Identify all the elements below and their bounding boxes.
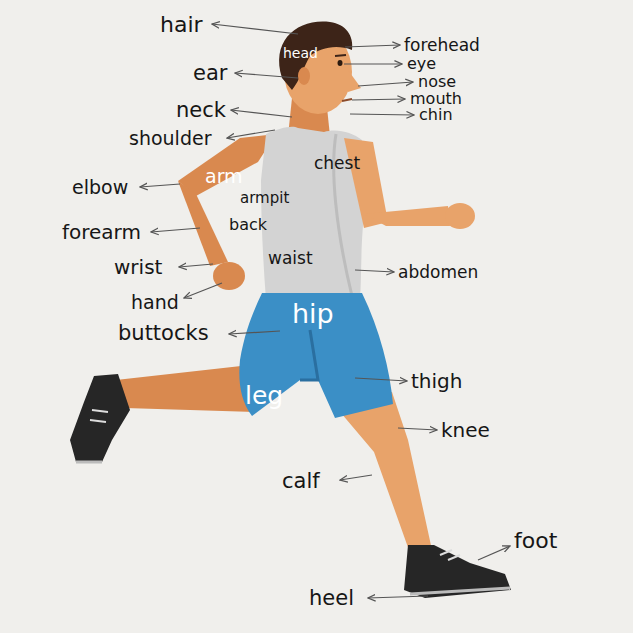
part-label: hand [131,293,179,312]
part-label: mouth [410,91,462,107]
part-label: elbow [72,178,128,197]
part-label: chin [419,107,453,123]
part-label: ear [193,63,227,84]
part-label: eye [407,56,436,72]
part-label: foot [514,530,557,552]
part-label: forearm [62,222,141,242]
part-label: buttocks [118,323,209,344]
part-label: wrist [114,257,162,277]
part-label: waist [268,250,313,267]
part-label: chest [314,155,360,172]
part-label: nose [418,74,456,90]
part-label: leg [245,383,283,408]
part-label: arm [205,167,243,186]
part-label: hip [292,300,334,327]
part-label: heel [309,588,354,609]
part-label: knee [441,420,490,440]
part-label: neck [176,100,226,121]
part-label: hair [160,14,203,36]
part-label: thigh [411,371,462,391]
part-label: armpit [240,191,289,206]
part-label: forehead [404,37,480,54]
part-label: abdomen [398,264,478,281]
part-label: calf [282,471,320,492]
part-label: back [229,217,267,233]
part-label: head [283,46,318,60]
part-label: shoulder [129,129,211,148]
